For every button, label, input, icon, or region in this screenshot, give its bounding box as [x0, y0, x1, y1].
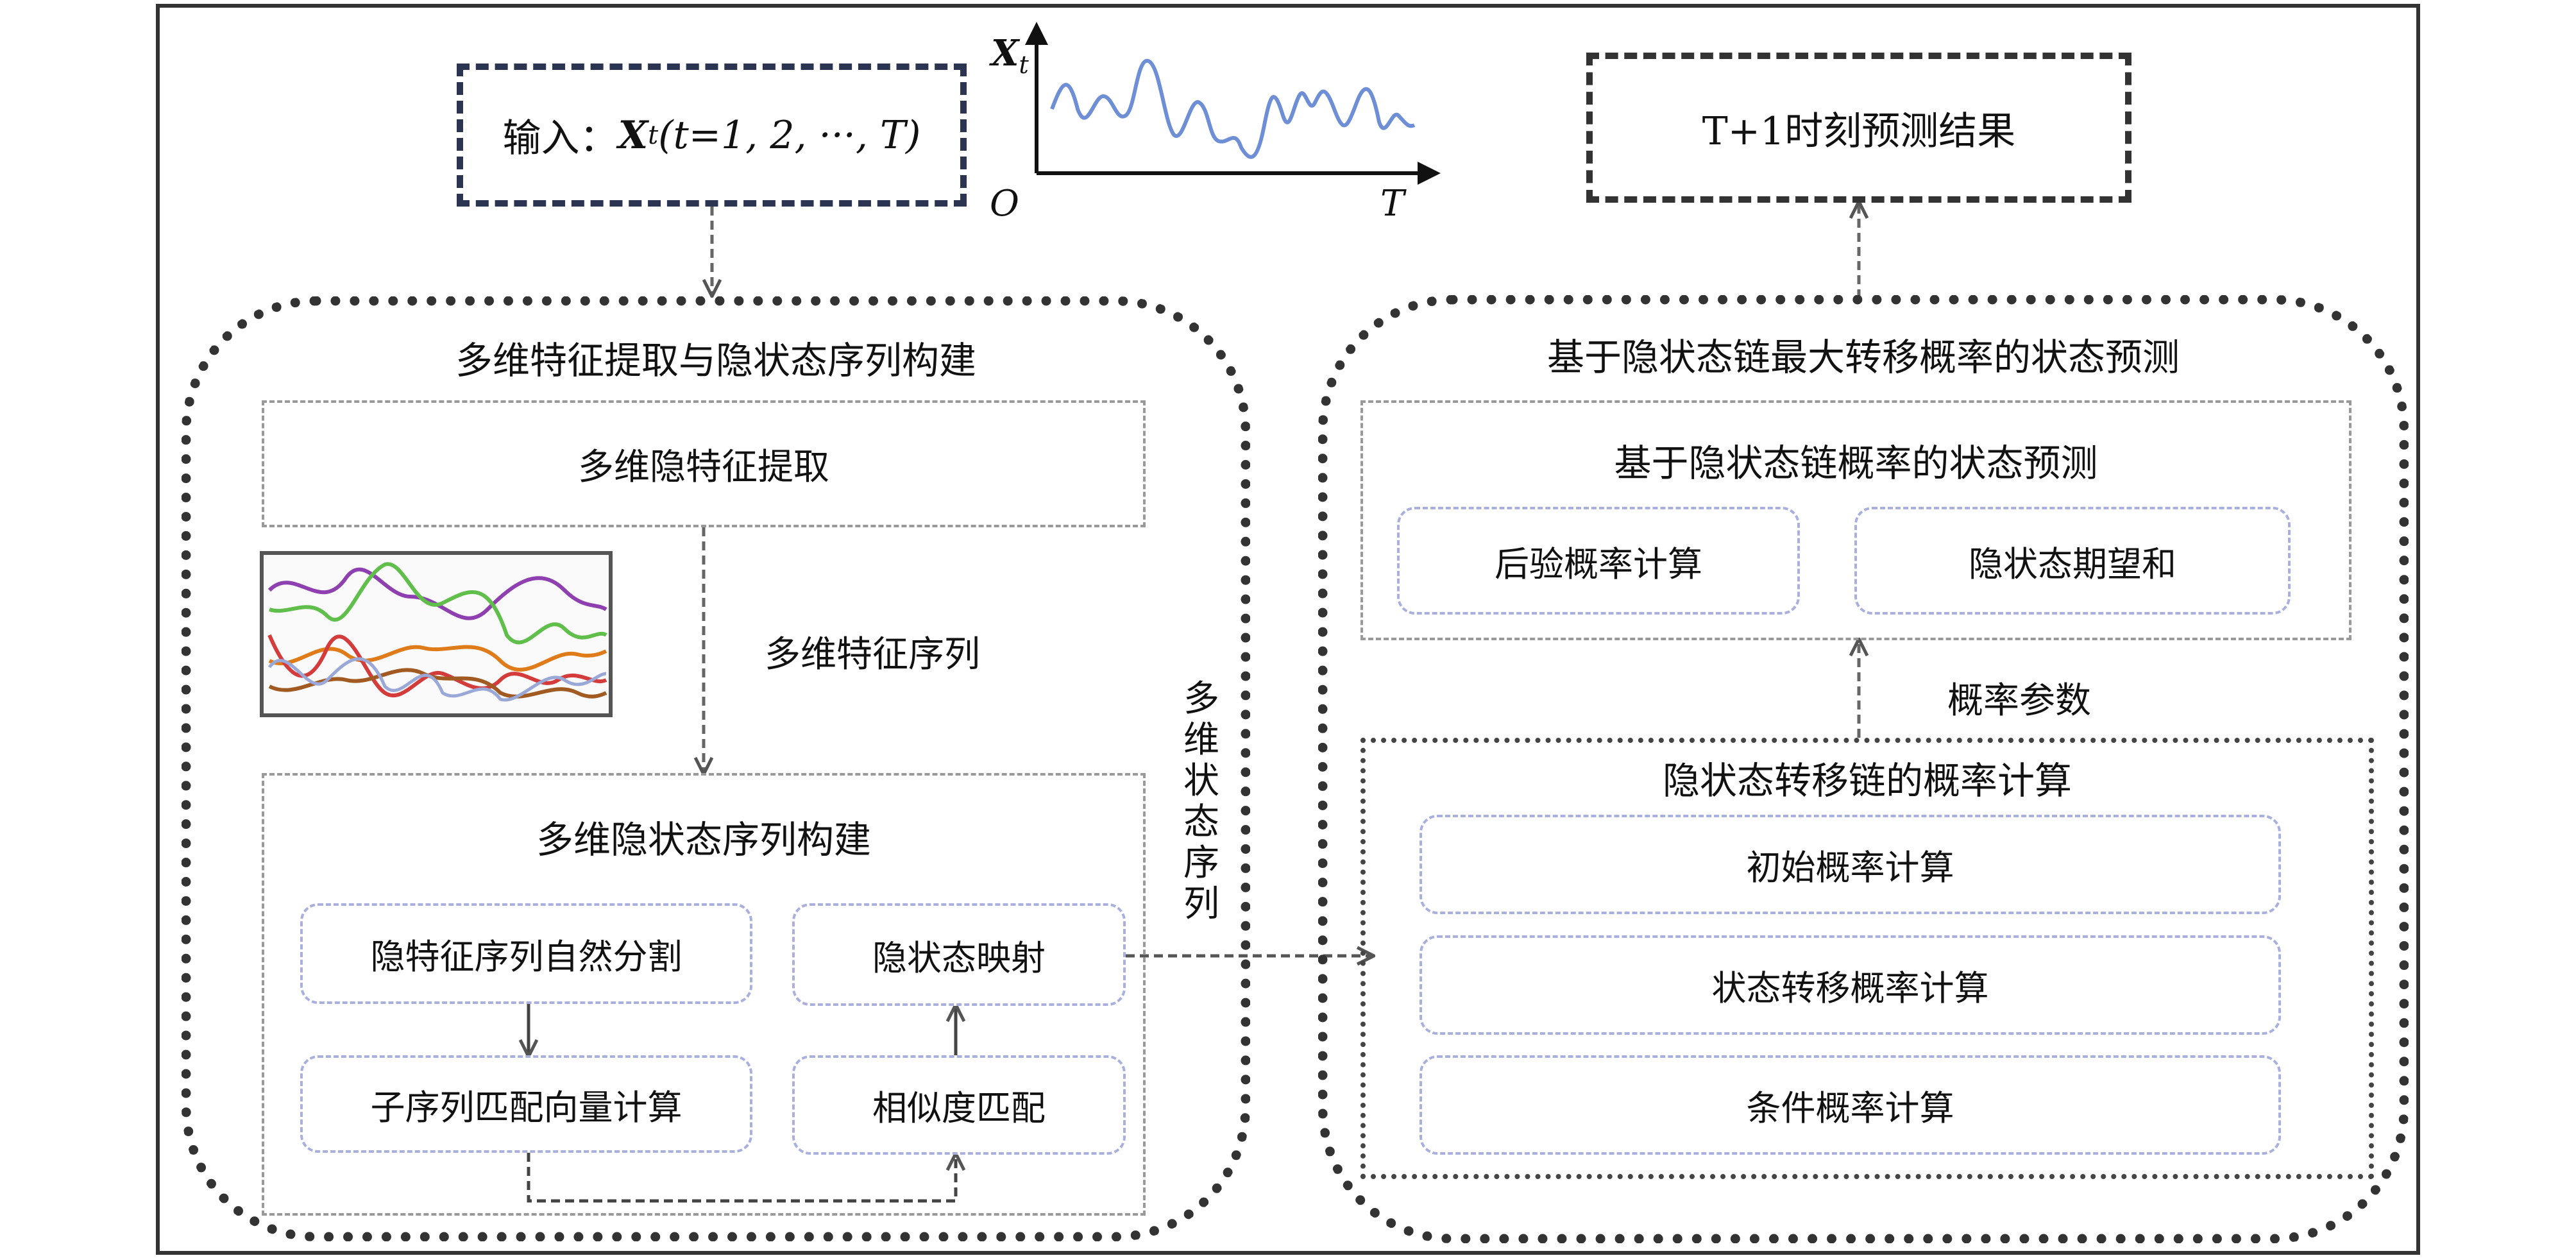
chain-box [1360, 738, 2374, 1179]
input-sub: t [648, 120, 659, 150]
axis-y-sub: t [1019, 51, 1029, 80]
expectation-label: 隐状态期望和 [1969, 543, 2176, 584]
posterior-label: 后验概率计算 [1495, 543, 1702, 584]
vchar-2: 维 [1183, 719, 1219, 761]
similarity-box: 相似度匹配 [792, 1055, 1126, 1155]
param-label: 概率参数 [1947, 680, 2091, 722]
left-region [182, 296, 1250, 1241]
vchar-3: 状 [1183, 760, 1219, 802]
input-var: X [618, 112, 648, 158]
match-vector-box: 子序列匹配向量计算 [300, 1055, 752, 1153]
input-prefix: 输入： [502, 116, 618, 161]
state-construct-box [262, 773, 1146, 1216]
vchar-1: 多 [1183, 678, 1219, 720]
axis-y-var: X [991, 32, 1019, 74]
conditional-prob-label: 条件概率计算 [1746, 1088, 1954, 1128]
output-box: T+1时刻预测结果 [1586, 53, 2131, 203]
natural-split-label: 隐特征序列自然分割 [370, 937, 682, 977]
posterior-box: 后验概率计算 [1397, 507, 1800, 615]
initial-prob-box: 初始概率计算 [1419, 815, 2281, 914]
chain-title: 隐状态转移链的概率计算 [1662, 759, 2072, 803]
right-region [1318, 295, 2409, 1243]
prediction-title: 基于隐状态链概率的状态预测 [1614, 441, 2098, 485]
axis-origin: O [990, 183, 1019, 225]
outer-frame [156, 4, 2420, 1255]
right-region-title: 基于隐状态链最大转移概率的状态预测 [1546, 336, 2180, 379]
vchar-5: 序 [1183, 842, 1219, 884]
input-range: (t=1, 2, ···, T) [658, 112, 921, 158]
arrow-match-loop [527, 1153, 956, 1203]
feature-extraction-box: 多维隐特征提取 [262, 400, 1146, 527]
vertical-state-seq-label: 多 维 状 态 序 列 [1179, 679, 1224, 925]
natural-split-box: 隐特征序列自然分割 [300, 903, 752, 1004]
series-axes [1025, 22, 1441, 185]
vchar-4: 态 [1183, 801, 1219, 843]
state-mapping-box: 隐状态映射 [792, 903, 1126, 1006]
conditional-prob-box: 条件概率计算 [1419, 1055, 2281, 1155]
initial-prob-label: 初始概率计算 [1746, 847, 1954, 888]
feature-sequence-label: 多维特征序列 [765, 634, 980, 676]
left-region-title: 多维特征提取与隐状态序列构建 [455, 339, 976, 382]
axis-y-label: Xt [991, 32, 1029, 79]
prediction-box [1360, 400, 2351, 640]
transition-prob-box: 状态转移概率计算 [1419, 935, 2281, 1035]
time-series-curve [1050, 59, 1416, 159]
state-construct-title: 多维隐状态序列构建 [536, 818, 871, 862]
vchar-6: 列 [1183, 883, 1219, 925]
feature-extraction-label: 多维隐特征提取 [578, 446, 829, 488]
match-vector-label: 子序列匹配向量计算 [370, 1087, 682, 1128]
similarity-label: 相似度匹配 [872, 1088, 1046, 1128]
expectation-box: 隐状态期望和 [1854, 507, 2291, 615]
state-mapping-label: 隐状态映射 [872, 937, 1046, 978]
multi-series-thumbnail [260, 551, 613, 717]
transition-prob-label: 状态转移概率计算 [1711, 968, 1989, 1008]
output-label: T+1时刻预测结果 [1702, 108, 2016, 154]
axis-x-label: T [1380, 183, 1405, 225]
